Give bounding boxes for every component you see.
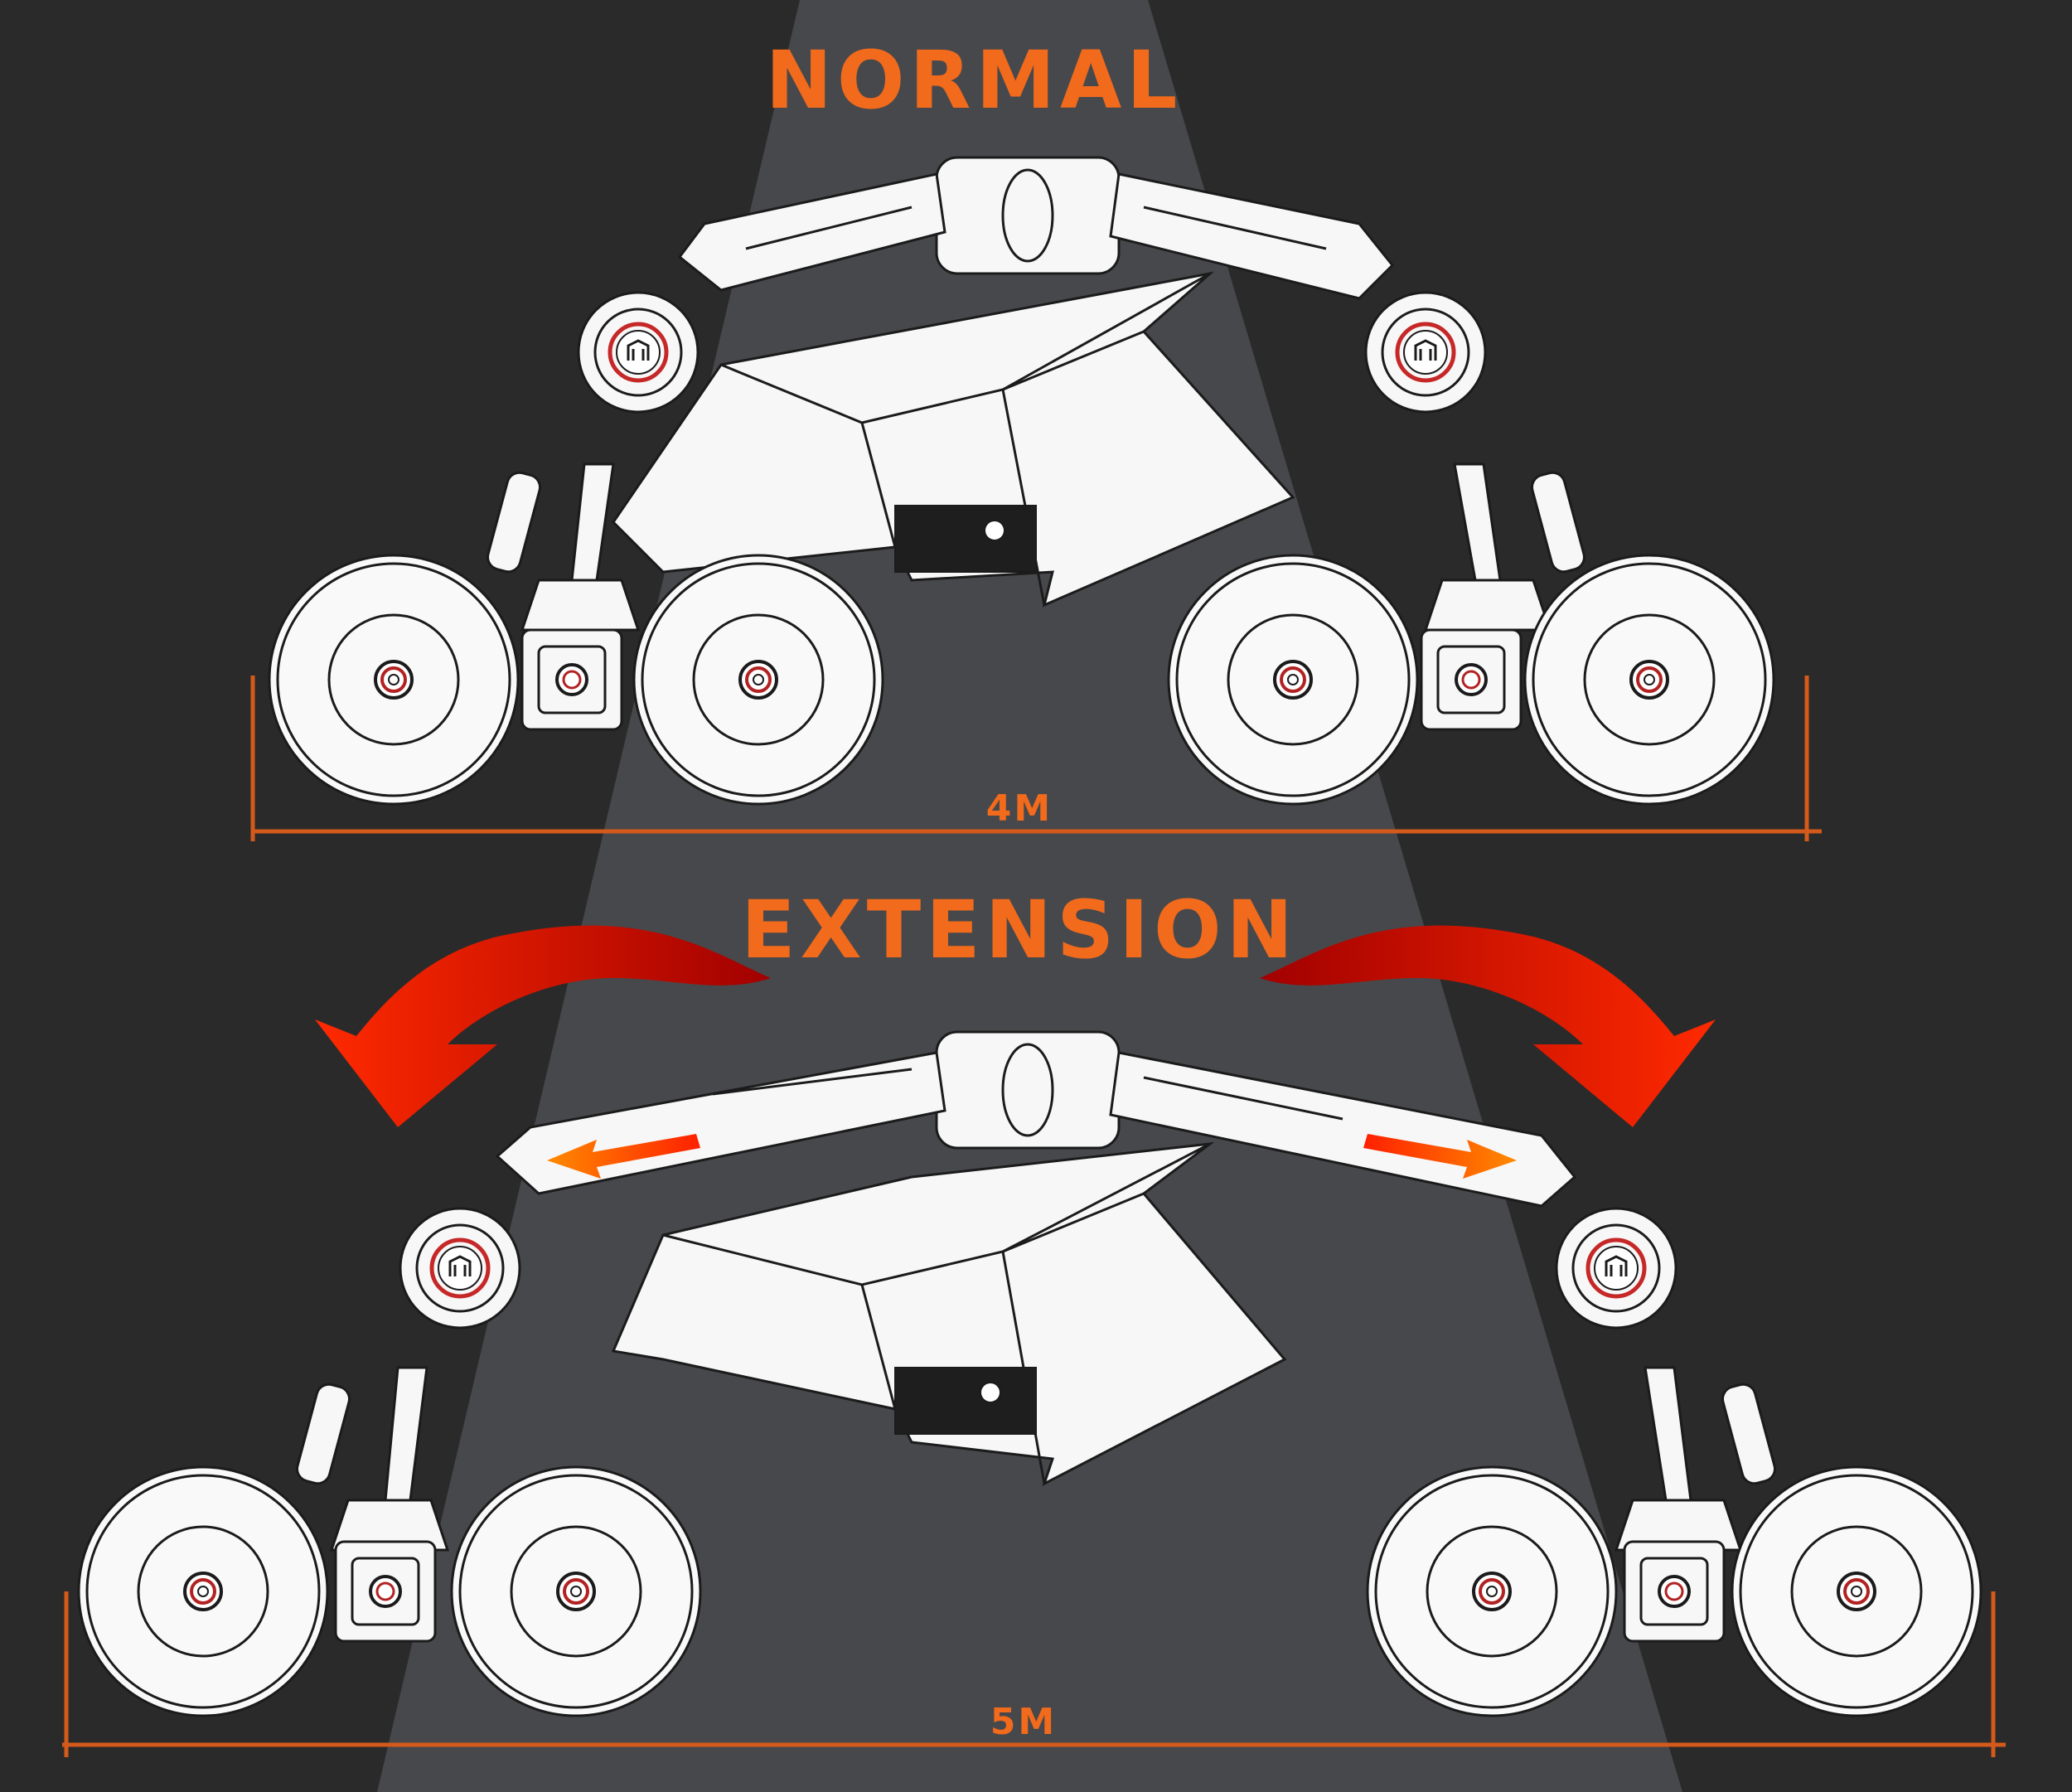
curved-arrow-right [1260, 925, 1716, 1127]
dimension-normal: 4M [250, 676, 1822, 841]
dimension-extension: 5M [62, 1591, 2006, 1757]
rover-normal [268, 156, 1775, 806]
dimension-label-4m: 4M [986, 787, 1053, 830]
rover-body-extension [611, 1141, 1287, 1487]
title-extension: EXTENSION [741, 884, 1298, 976]
extend-arrow-left [547, 1134, 700, 1179]
rover-extension [77, 1030, 1982, 1717]
curved-arrow-left [315, 925, 771, 1127]
extend-arrow-right [1363, 1134, 1517, 1179]
dimension-label-5m: 5M [990, 1701, 1057, 1743]
title-normal: NORMAL [766, 34, 1183, 127]
